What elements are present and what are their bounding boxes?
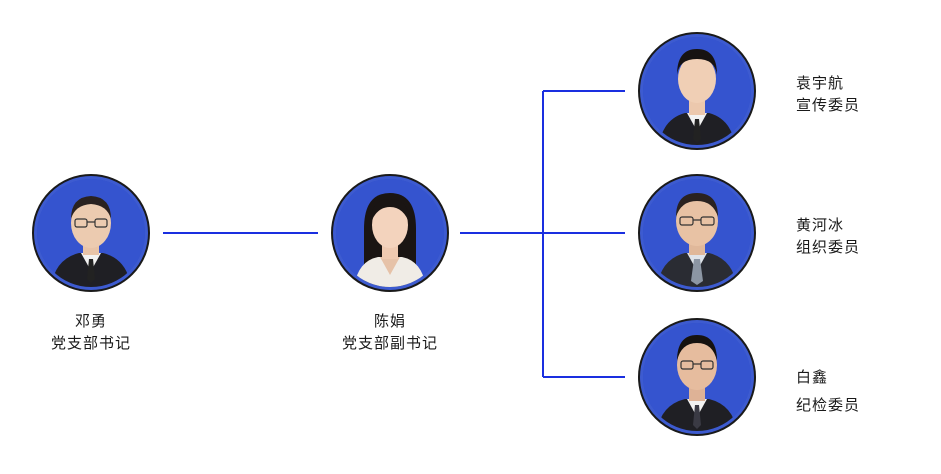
member-name: 邓勇	[74, 312, 107, 330]
caption-huang: 黄河冰 组织委员	[796, 214, 896, 258]
member-role: 党支部副书记	[341, 334, 438, 352]
member-name: 陈娟	[373, 312, 406, 330]
person-photo-icon	[643, 37, 751, 145]
caption-deng: 邓勇 党支部书记	[32, 310, 150, 354]
caption-chen: 陈娟 党支部副书记	[316, 310, 464, 354]
person-photo-icon	[37, 179, 145, 287]
member-role: 组织委员	[796, 238, 861, 256]
avatar-deng	[32, 174, 150, 292]
member-name: 袁宇航	[796, 74, 845, 92]
caption-bai: 白鑫 纪检委员	[796, 366, 896, 416]
avatar-bai	[638, 318, 756, 436]
person-photo-icon	[336, 179, 444, 287]
member-role: 纪检委员	[796, 396, 861, 414]
member-name: 黄河冰	[796, 216, 845, 234]
member-name: 白鑫	[796, 368, 829, 386]
member-role: 宣传委员	[796, 96, 861, 114]
person-photo-icon	[643, 323, 751, 431]
avatar-chen	[331, 174, 449, 292]
caption-yuan: 袁宇航 宣传委员	[796, 72, 896, 116]
member-role: 党支部书记	[50, 334, 131, 352]
avatar-huang	[638, 174, 756, 292]
avatar-yuan	[638, 32, 756, 150]
person-photo-icon	[643, 179, 751, 287]
